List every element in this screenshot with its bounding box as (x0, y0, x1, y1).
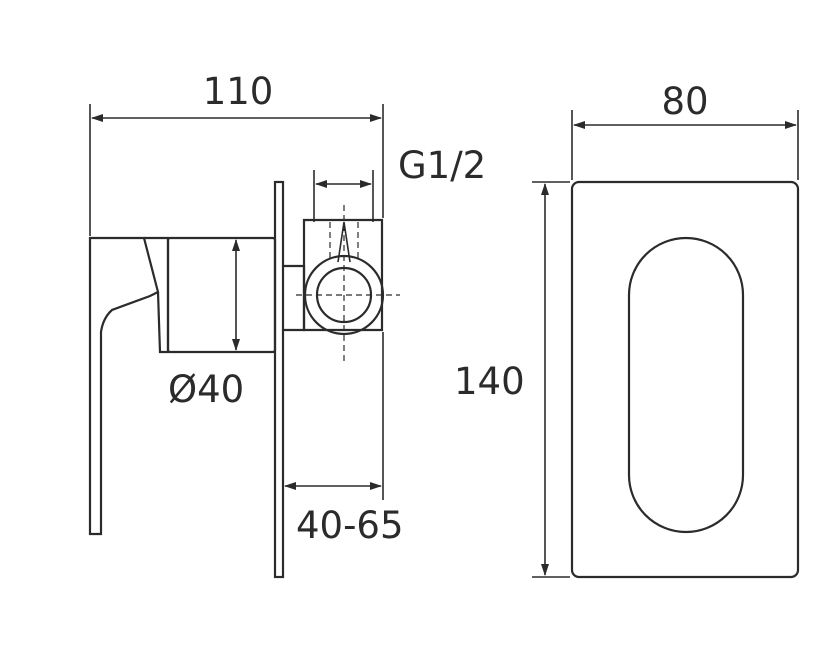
dim-110-label: 110 (203, 70, 274, 113)
lever-handle (88, 236, 160, 536)
dim-g12-label: G1/2 (398, 144, 486, 187)
dim-diameter: Ø40 (168, 239, 244, 411)
oval-recess (627, 236, 745, 534)
hidden-cone (337, 221, 351, 263)
front-view: 80 140 (454, 80, 800, 579)
side-view: 110 G1/2 Ø40 40-65 (88, 70, 486, 579)
dim-80-label: 80 (661, 80, 708, 123)
valve-stub (283, 264, 306, 332)
dim-80: 80 (571, 80, 799, 180)
dim-g12: G1/2 (313, 144, 486, 222)
dim-depth: 40-65 (284, 332, 404, 547)
inlet-block (302, 218, 384, 332)
cover-plate-front (570, 180, 800, 579)
dim-diameter-label: Ø40 (168, 368, 244, 411)
cylinder-body (166, 236, 277, 354)
dim-110: 110 (89, 70, 384, 236)
cover-plate-side (273, 180, 285, 579)
dim-140: 140 (454, 181, 570, 578)
dim-depth-label: 40-65 (296, 504, 404, 547)
dim-140-label: 140 (454, 360, 525, 403)
